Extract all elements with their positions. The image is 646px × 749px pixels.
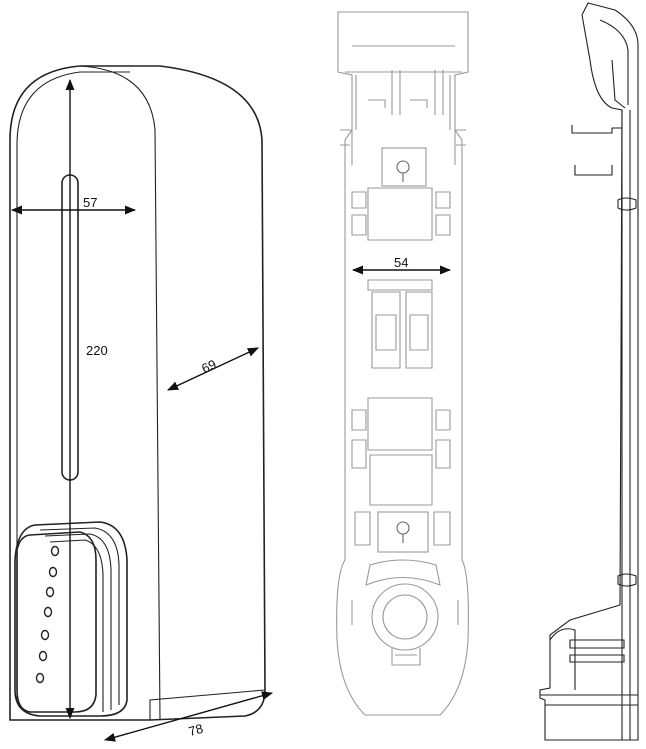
dimension-label-base-depth: 78 bbox=[187, 721, 205, 739]
dimension-label-height: 220 bbox=[86, 343, 108, 358]
keyhole-icon bbox=[396, 521, 410, 535]
side-profile-view bbox=[539, 2, 639, 741]
keyhole-icon bbox=[396, 160, 410, 174]
dimension-label-depth: 69 bbox=[199, 356, 218, 376]
dimension-label-width: 57 bbox=[83, 195, 97, 210]
dispenser-front-view: 57 220 69 78 bbox=[9, 65, 274, 742]
depth-dimension-line bbox=[166, 347, 260, 391]
dimension-label-bracket-width: 54 bbox=[394, 255, 408, 270]
wall-bracket-view: 54 bbox=[336, 11, 469, 716]
base-depth-dimension-line bbox=[103, 691, 274, 742]
pump-button bbox=[14, 521, 128, 717]
